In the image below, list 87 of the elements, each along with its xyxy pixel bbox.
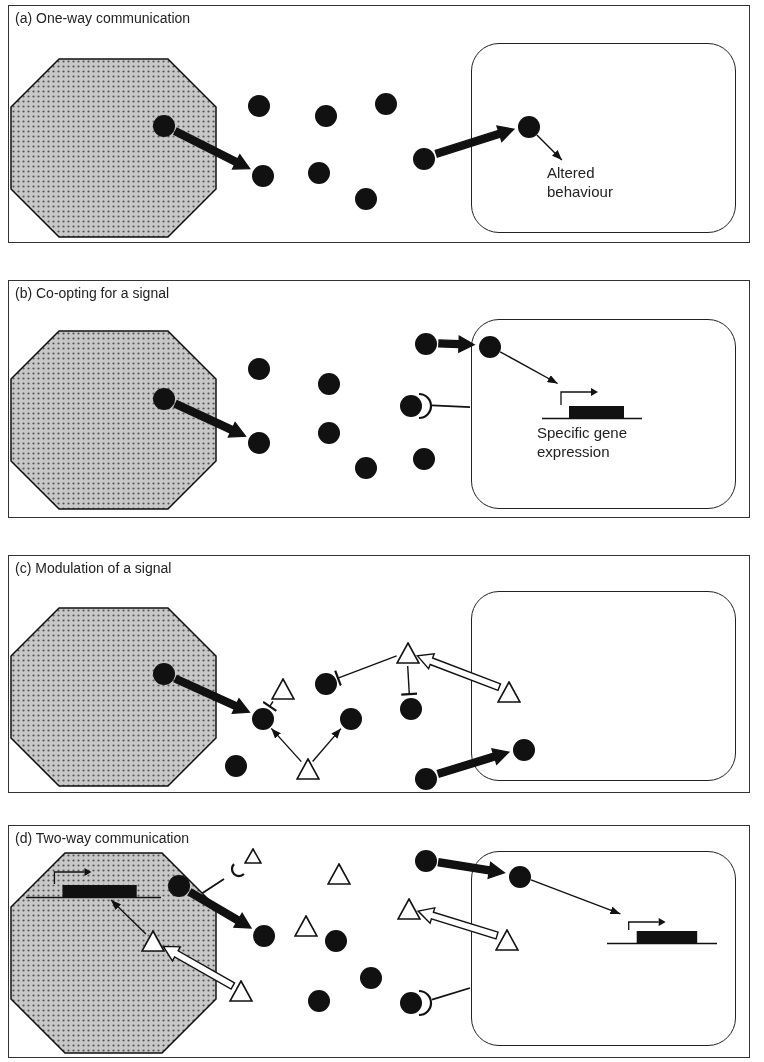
molecule-dot bbox=[253, 925, 275, 947]
panel-frame bbox=[8, 5, 750, 243]
receptor-cup bbox=[417, 989, 433, 1017]
molecule-dot bbox=[308, 990, 330, 1012]
molecule-triangle bbox=[396, 642, 420, 664]
molecule-dot bbox=[355, 188, 377, 210]
hatched-octagon-cell bbox=[11, 59, 216, 237]
molecule-triangle bbox=[141, 930, 165, 952]
panel-title: (c) Modulation of a signal bbox=[15, 560, 172, 578]
receptor-cup bbox=[417, 392, 433, 420]
molecule-triangle bbox=[327, 863, 351, 885]
inhibition-line bbox=[334, 655, 398, 687]
gene-caption: Specific gene expression bbox=[537, 424, 629, 462]
molecule-dot bbox=[325, 930, 347, 952]
molecule-dot bbox=[252, 708, 274, 730]
hatched-octagon-cell bbox=[11, 608, 216, 786]
molecule-triangle bbox=[495, 929, 519, 951]
thick-arrow bbox=[437, 858, 506, 880]
molecule-dot bbox=[509, 866, 531, 888]
rounded-cell-outline bbox=[471, 319, 736, 509]
molecule-dot bbox=[415, 333, 437, 355]
inhibition-line bbox=[400, 665, 419, 696]
molecule-triangle bbox=[294, 915, 318, 937]
thick-arrow bbox=[436, 748, 511, 779]
panel-frame bbox=[8, 280, 750, 518]
thick-arrow bbox=[172, 127, 251, 170]
molecule-dot bbox=[479, 336, 501, 358]
gene-icon bbox=[26, 867, 161, 899]
molecule-dot bbox=[413, 148, 435, 170]
rounded-cell-outline bbox=[471, 591, 736, 781]
arrow bbox=[311, 727, 342, 763]
hatched-octagon-cell bbox=[11, 331, 216, 509]
molecule-dot bbox=[400, 395, 422, 417]
panel-title: (b) Co-opting for a signal bbox=[15, 285, 170, 303]
molecule-dot bbox=[400, 992, 422, 1014]
panel-title: (a) One-way communication bbox=[15, 10, 191, 28]
response-text: Altered behaviour bbox=[547, 164, 633, 212]
arrow bbox=[536, 134, 563, 161]
molecule-dot bbox=[415, 768, 437, 790]
thick-arrow bbox=[187, 888, 253, 929]
rounded-cell-outline bbox=[471, 851, 736, 1046]
molecule-dot bbox=[400, 698, 422, 720]
panel-title: (d) Two-way communication bbox=[15, 830, 190, 848]
gene-icon bbox=[607, 917, 717, 945]
molecule-dot bbox=[375, 93, 397, 115]
arrow bbox=[270, 727, 302, 763]
molecule-dot bbox=[248, 358, 270, 380]
arrow bbox=[499, 351, 559, 385]
thick-arrow bbox=[173, 674, 251, 715]
thick-arrow bbox=[434, 125, 516, 158]
molecule-dot bbox=[513, 739, 535, 761]
molecule-dot bbox=[415, 850, 437, 872]
thick-arrow bbox=[438, 334, 476, 354]
panel-frame bbox=[8, 555, 750, 793]
molecule-dot bbox=[318, 422, 340, 444]
molecule-triangle bbox=[497, 681, 521, 703]
molecule-dot bbox=[315, 673, 337, 695]
molecule-dot bbox=[248, 95, 270, 117]
hollow-arrow bbox=[416, 907, 499, 940]
molecule-dot bbox=[315, 105, 337, 127]
molecule-dot bbox=[413, 448, 435, 470]
hollow-arrow bbox=[416, 652, 502, 692]
molecule-dot bbox=[518, 116, 540, 138]
thick-arrow bbox=[173, 399, 247, 438]
arrow bbox=[110, 899, 147, 935]
molecule-dot bbox=[225, 755, 247, 777]
molecule-dot bbox=[252, 165, 274, 187]
molecule-triangle bbox=[296, 758, 320, 780]
inhibition-line bbox=[261, 700, 278, 712]
molecule-triangle bbox=[397, 898, 421, 920]
molecule-dot bbox=[318, 373, 340, 395]
molecule-triangle bbox=[229, 980, 253, 1002]
receptor-stalk bbox=[431, 404, 471, 408]
hollow-arrow bbox=[162, 945, 236, 990]
molecule-dot bbox=[355, 457, 377, 479]
molecule-dot bbox=[340, 708, 362, 730]
hatched-octagon-cell bbox=[11, 853, 216, 1053]
receptor-stalk bbox=[201, 878, 225, 895]
molecule-triangle bbox=[271, 678, 295, 700]
panel-frame bbox=[8, 825, 750, 1058]
arrow bbox=[530, 879, 622, 915]
molecule-triangle bbox=[244, 848, 262, 864]
gene-icon bbox=[542, 387, 642, 420]
molecule-dot bbox=[360, 967, 382, 989]
rounded-cell-outline bbox=[471, 43, 736, 233]
molecule-dot bbox=[248, 432, 270, 454]
molecule-dot bbox=[308, 162, 330, 184]
